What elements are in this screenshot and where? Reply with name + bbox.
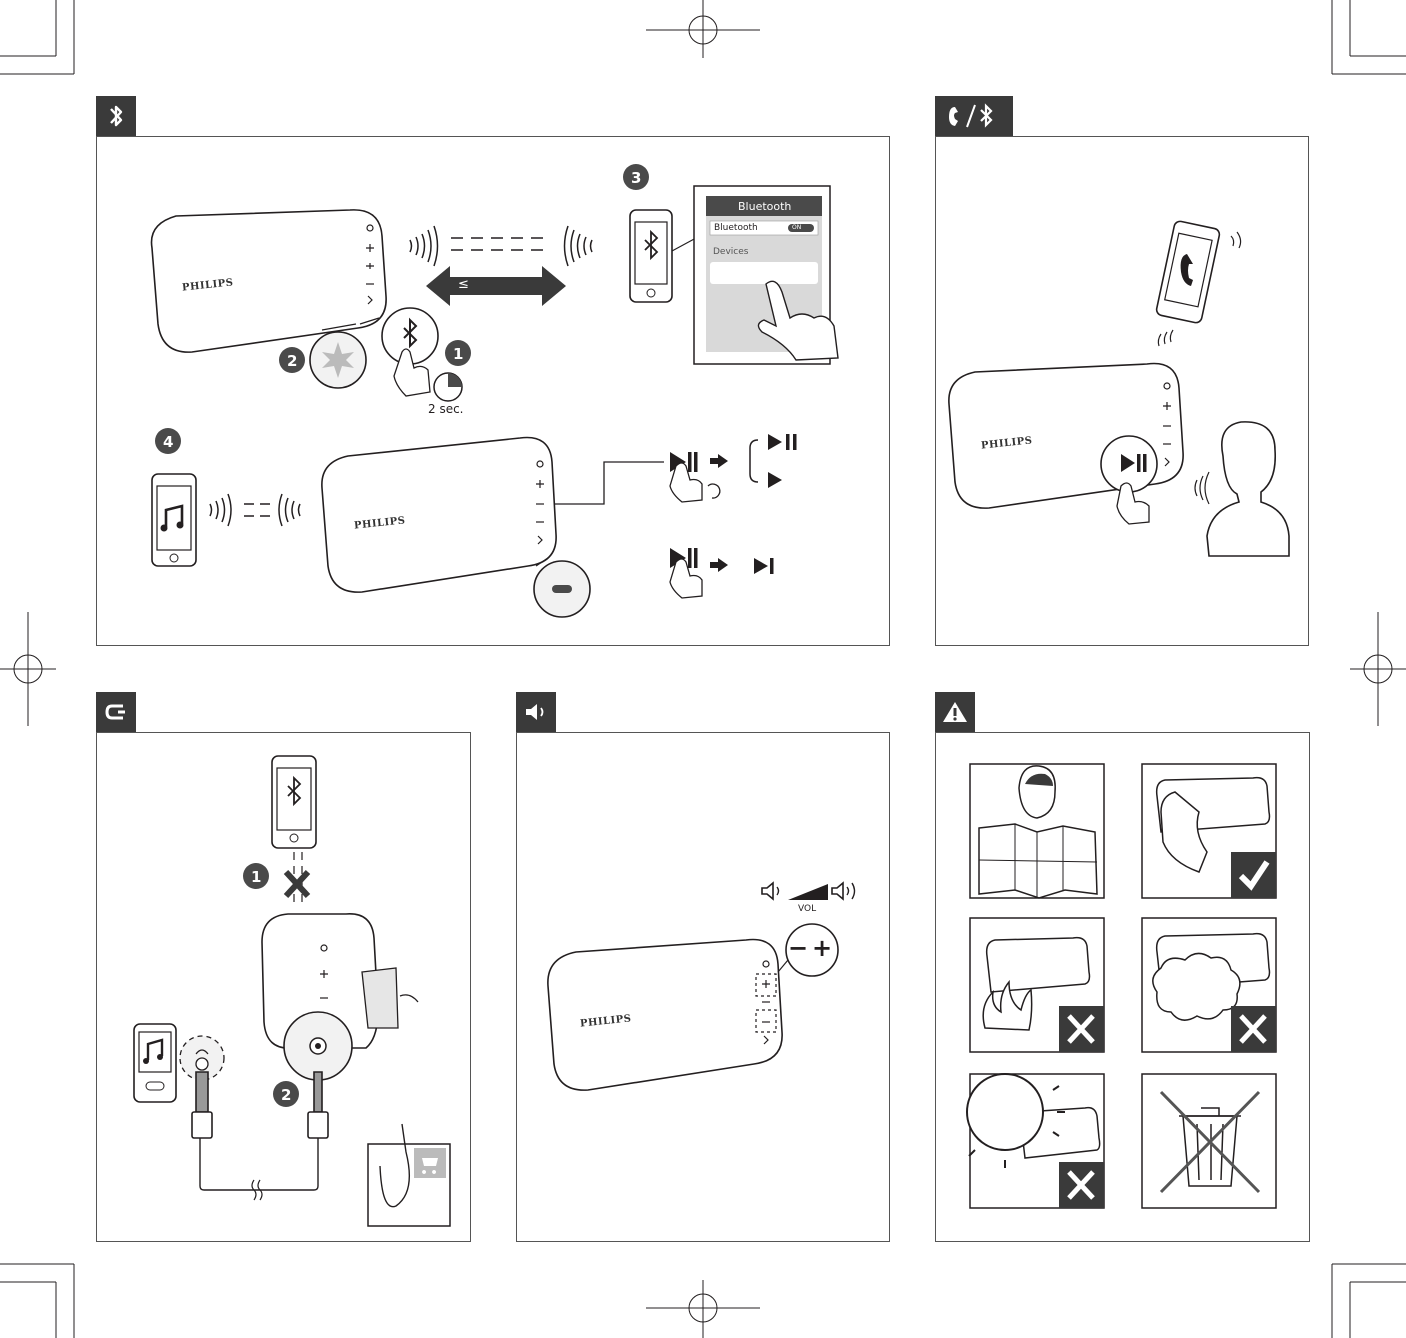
speaker-playback — [322, 438, 556, 593]
distance-symbol: ≤ — [458, 277, 469, 292]
linein-illustration — [96, 692, 471, 1242]
warning-panel — [935, 692, 1310, 1242]
call-illustration — [935, 96, 1309, 646]
step-number-2: 2 — [287, 352, 297, 370]
linein-panel: 1 2 — [96, 692, 471, 1242]
devices-label: Devices — [713, 247, 748, 257]
call-panel: PHILIPS — [935, 96, 1309, 646]
person-silhouette — [1207, 422, 1289, 556]
speaker-device — [949, 364, 1183, 509]
volume-plus: + — [812, 934, 832, 962]
warning-illustration — [935, 692, 1310, 1242]
volume-panel: VOL − + PHILIPS — [516, 692, 890, 1242]
step-number-1: 1 — [453, 345, 463, 363]
pairing-panel: 1 2 3 4 2 sec. ≤ PHILIPS PHILIPS Bluetoo… — [96, 96, 890, 646]
hold-time-label: 2 sec. — [428, 402, 464, 416]
linein-step-number-1: 1 — [251, 868, 261, 886]
settings-bluetooth-row: Bluetooth — [714, 223, 758, 233]
speaker-device — [548, 940, 782, 1091]
step-number-4: 4 — [163, 433, 173, 451]
toggle-on: ON — [792, 224, 801, 231]
pairing-illustration — [96, 96, 890, 646]
step-number-3: 3 — [631, 169, 641, 187]
linein-step-number-2: 2 — [281, 1086, 291, 1104]
distance-arrow — [426, 266, 566, 306]
settings-header: Bluetooth — [738, 200, 791, 213]
speaker-device — [152, 210, 387, 352]
vol-label: VOL — [798, 904, 816, 914]
volume-minus: − — [788, 934, 808, 962]
volume-illustration — [516, 692, 890, 1242]
